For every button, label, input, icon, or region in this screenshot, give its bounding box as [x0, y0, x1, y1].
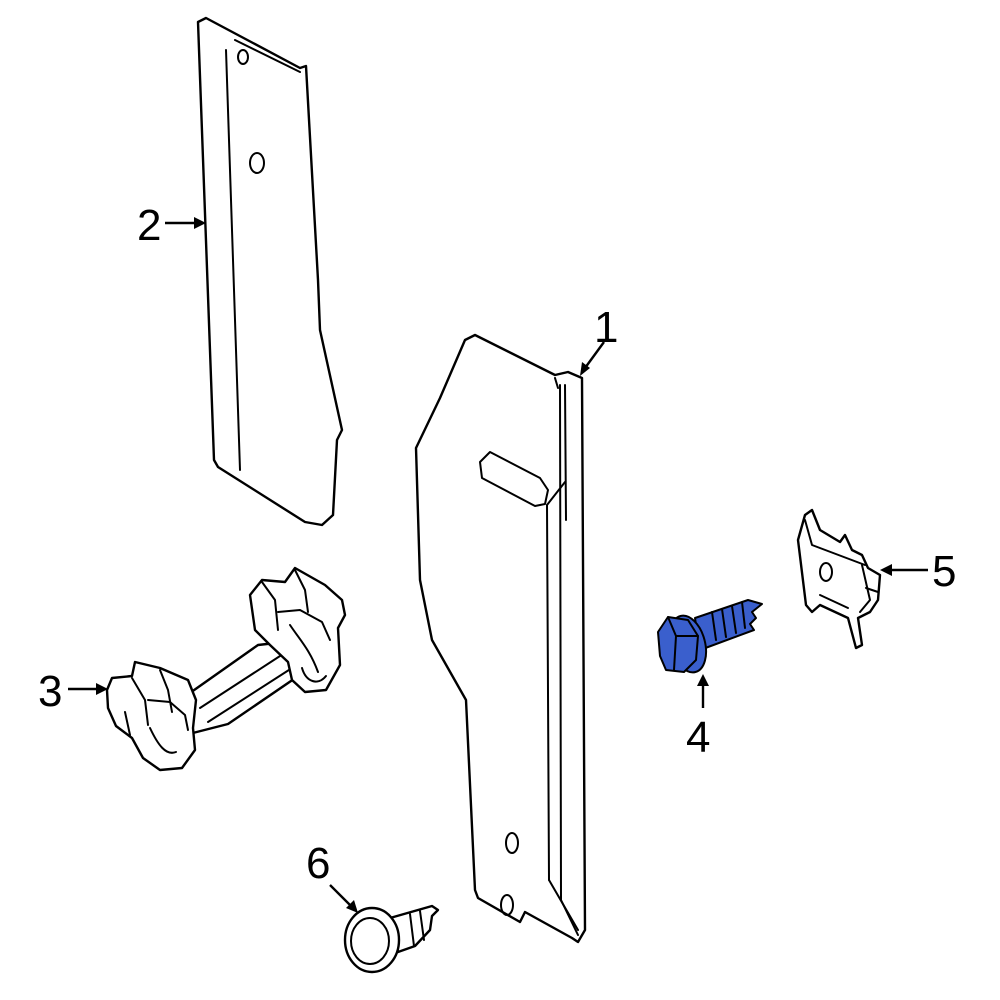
callout-label-4: 4 [686, 713, 710, 762]
callout-arrow-5 [880, 564, 928, 576]
callout-label-1: 1 [594, 303, 618, 352]
part-4-hex-screw[interactable] [657, 599, 763, 676]
callout-arrow-3 [68, 683, 108, 695]
callout-label-6: 6 [306, 839, 330, 888]
callout-arrow-6 [329, 884, 358, 913]
callout-arrow-1 [580, 341, 605, 376]
callout-label-2: 2 [137, 201, 161, 250]
callout-label-5: 5 [932, 547, 956, 596]
part-3-clip-bracket[interactable] [105, 566, 347, 772]
part-2-upper-panel[interactable] [196, 16, 344, 527]
part-1-pillar-trim[interactable] [414, 333, 587, 944]
callout-label-3: 3 [38, 667, 62, 716]
part-6-push-pin[interactable] [343, 904, 440, 974]
callout-arrow-2 [165, 217, 206, 229]
callout-arrow-4 [697, 674, 709, 708]
part-5-retaining-clip[interactable] [796, 508, 882, 650]
